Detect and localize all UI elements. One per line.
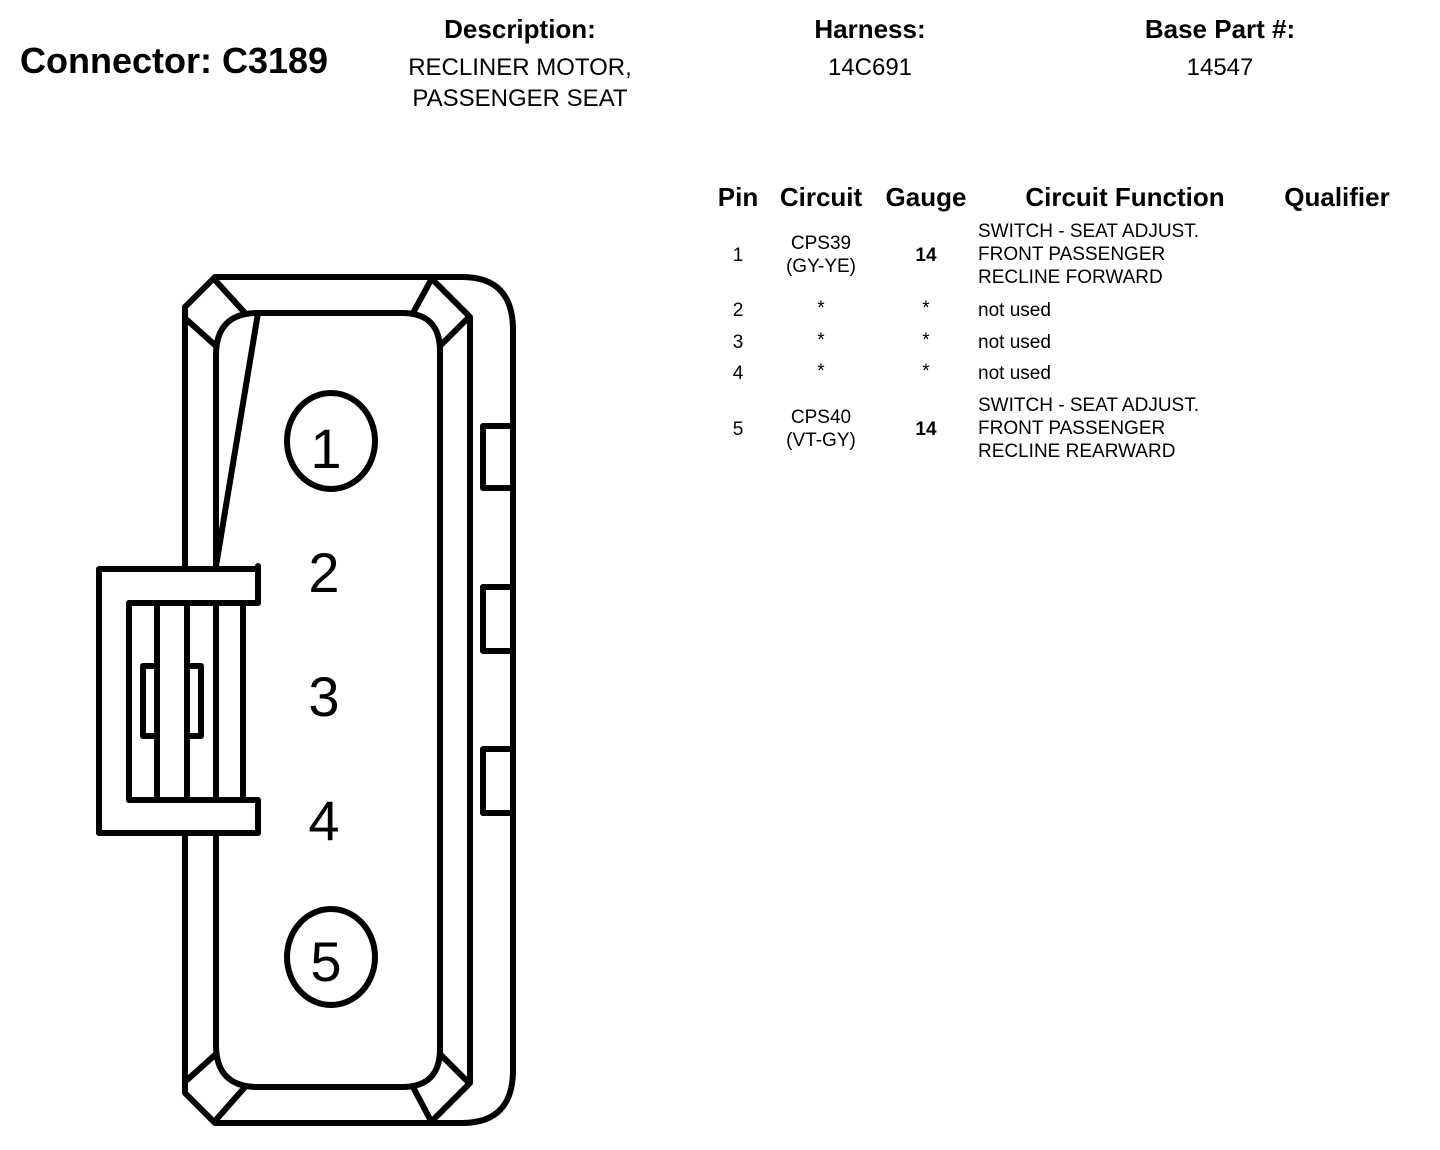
function-line: SWITCH - SEAT ADJUST. bbox=[978, 221, 1199, 242]
function-cell: not used bbox=[978, 332, 1051, 353]
corner-line bbox=[184, 1051, 219, 1083]
corner-line bbox=[437, 1051, 471, 1085]
pin-cell: 3 bbox=[732, 332, 744, 353]
pin-1-circle bbox=[284, 390, 378, 492]
function-cell: not used bbox=[978, 300, 1051, 321]
harness-value: 14C691 bbox=[827, 54, 913, 81]
corner-line bbox=[212, 277, 248, 316]
function-line: FRONT PASSENGER bbox=[978, 244, 1166, 265]
harness-label: Harness: bbox=[814, 14, 926, 44]
corner-line bbox=[212, 1084, 248, 1124]
corner-line bbox=[437, 315, 471, 349]
latch-nub bbox=[140, 663, 160, 739]
corner-line bbox=[410, 1084, 434, 1124]
header-circuit: Circuit bbox=[779, 182, 863, 212]
function-line: RECLINE REARWARD bbox=[978, 441, 1176, 462]
pin-cell: 4 bbox=[732, 363, 744, 384]
connector-inner-cavity bbox=[213, 310, 443, 1090]
circuit-color: (VT-GY) bbox=[786, 430, 856, 451]
description-line: RECLINER MOTOR, bbox=[408, 54, 632, 81]
circuit-cell: * bbox=[817, 330, 825, 351]
function-cell: SWITCH - SEAT ADJUST. FRONT PASSENGER RE… bbox=[978, 394, 1268, 463]
pin-3-label: 3 bbox=[308, 665, 339, 728]
locking-latch bbox=[96, 563, 261, 836]
description-value: RECLINER MOTOR, PASSENGER SEAT bbox=[380, 52, 660, 114]
function-line: FRONT PASSENGER bbox=[978, 418, 1166, 439]
pin-1-label: 1 bbox=[310, 417, 341, 480]
gauge-cell: * bbox=[922, 298, 930, 319]
function-cell: not used bbox=[978, 363, 1051, 384]
circuit-id: CPS40 bbox=[790, 407, 852, 428]
header-qualifier: Qualifier bbox=[1284, 182, 1390, 212]
connector-back-shell bbox=[297, 274, 516, 1126]
gauge-cell: * bbox=[922, 330, 930, 351]
pin-cell: 1 bbox=[732, 245, 744, 266]
header-gauge: Gauge bbox=[885, 182, 967, 212]
base-part-label: Base Part #: bbox=[1144, 14, 1296, 44]
pin-5-label: 5 bbox=[310, 930, 341, 993]
header-pin: Pin bbox=[717, 182, 759, 212]
function-line: SWITCH - SEAT ADJUST. bbox=[978, 395, 1199, 416]
gauge-cell: * bbox=[922, 361, 930, 382]
function-line: RECLINE FORWARD bbox=[978, 267, 1163, 288]
circuit-cell: * bbox=[817, 298, 825, 319]
pin-5-circle bbox=[284, 906, 378, 1008]
connector-title: Connector: C3189 bbox=[20, 40, 329, 81]
description-line: PASSENGER SEAT bbox=[412, 85, 628, 112]
gauge-cell: 14 bbox=[915, 419, 937, 440]
header-circuit-function: Circuit Function bbox=[1025, 182, 1225, 212]
side-tab bbox=[480, 746, 516, 816]
pin-cell: 5 bbox=[732, 419, 744, 440]
latch-nub bbox=[184, 663, 204, 739]
corner-line bbox=[410, 277, 434, 316]
circuit-cell: * bbox=[817, 361, 825, 382]
pin-4-label: 4 bbox=[308, 789, 339, 852]
gauge-cell: 14 bbox=[915, 245, 937, 266]
circuit-cell: CPS39 (GY-YE) bbox=[768, 232, 874, 278]
circuit-cell: CPS40 (VT-GY) bbox=[768, 406, 874, 452]
circuit-color: (GY-YE) bbox=[785, 256, 857, 277]
description-label: Description: bbox=[444, 14, 596, 44]
side-tab bbox=[480, 423, 516, 491]
pin-2-label: 2 bbox=[308, 541, 339, 604]
pin-cell: 2 bbox=[732, 300, 744, 321]
base-part-value: 14547 bbox=[1186, 54, 1254, 81]
harness-block: Harness: 14C691 bbox=[770, 14, 970, 83]
circuit-id: CPS39 bbox=[790, 233, 852, 254]
function-cell: SWITCH - SEAT ADJUST. FRONT PASSENGER RE… bbox=[978, 220, 1268, 289]
description-block: Description: RECLINER MOTOR, PASSENGER S… bbox=[380, 14, 660, 114]
base-part-block: Base Part #: 14547 bbox=[1120, 14, 1320, 83]
corner-line bbox=[184, 317, 219, 349]
side-tab bbox=[480, 584, 516, 654]
